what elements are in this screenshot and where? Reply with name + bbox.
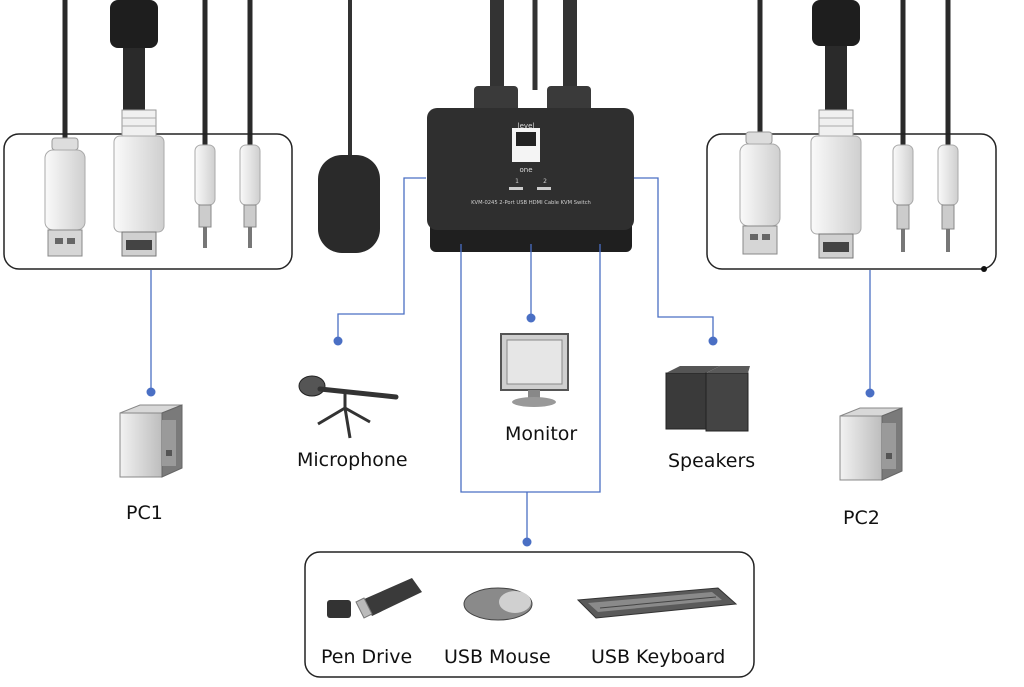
switch-cables bbox=[348, 0, 577, 155]
pen-drive-label: Pen Drive bbox=[321, 646, 413, 668]
pc2-label: PC2 bbox=[843, 507, 880, 529]
pc1-mic-plug-icon bbox=[239, 144, 261, 248]
microphone-label: Microphone bbox=[297, 449, 408, 471]
usb-mouse-label: USB Mouse bbox=[444, 646, 551, 668]
pc2-box-corner-dot bbox=[981, 266, 987, 272]
pc2-cables bbox=[757, 0, 951, 150]
speakers-icon bbox=[665, 366, 750, 432]
microphone-icon bbox=[298, 375, 399, 439]
pc2-usb-plug-icon bbox=[739, 131, 781, 255]
usb-keyboard-label: USB Keyboard bbox=[591, 646, 726, 668]
switch-port-2-label: 2 bbox=[543, 178, 547, 185]
usb-connector-loop bbox=[460, 244, 601, 493]
usb-devices-box bbox=[304, 551, 755, 678]
connector-lines bbox=[150, 177, 871, 542]
microphone-connector-line bbox=[337, 177, 426, 341]
pc2-audio-plug-icon bbox=[892, 144, 914, 252]
pc1-usb-plug-icon bbox=[44, 137, 86, 257]
pc2-hdmi-plug-icon bbox=[810, 109, 862, 259]
pc1-audio-plug-icon bbox=[194, 144, 216, 248]
pc1-hdmi-plug-icon bbox=[113, 109, 165, 257]
switch-brand-top: level bbox=[518, 122, 535, 130]
speakers-connector-line bbox=[634, 177, 714, 341]
switch-brand-bottom: one bbox=[519, 166, 532, 174]
monitor-label: Monitor bbox=[505, 423, 578, 445]
pc2-mic-plug-icon bbox=[937, 144, 959, 252]
pc2-tower-icon bbox=[839, 407, 903, 481]
pc1-tower-icon bbox=[119, 404, 183, 478]
remote-switch-button-icon bbox=[318, 155, 380, 253]
usb-keyboard-icon bbox=[576, 587, 738, 619]
pc1-cables bbox=[62, 0, 253, 150]
usb-mouse-icon bbox=[463, 587, 533, 621]
monitor-icon bbox=[500, 333, 569, 407]
pc1-label: PC1 bbox=[126, 502, 163, 524]
connector-dots bbox=[146, 313, 875, 547]
switch-model-text: KVM-0245 2-Port USB HDMI Cable KVM Switc… bbox=[471, 200, 591, 206]
switch-port-1-label: 1 bbox=[515, 178, 519, 185]
speakers-label: Speakers bbox=[668, 450, 756, 472]
pen-drive-icon bbox=[327, 578, 422, 619]
kvm-switch-unit: level one 1 2 KVM-0245 2-Port USB HDMI C… bbox=[427, 86, 634, 252]
